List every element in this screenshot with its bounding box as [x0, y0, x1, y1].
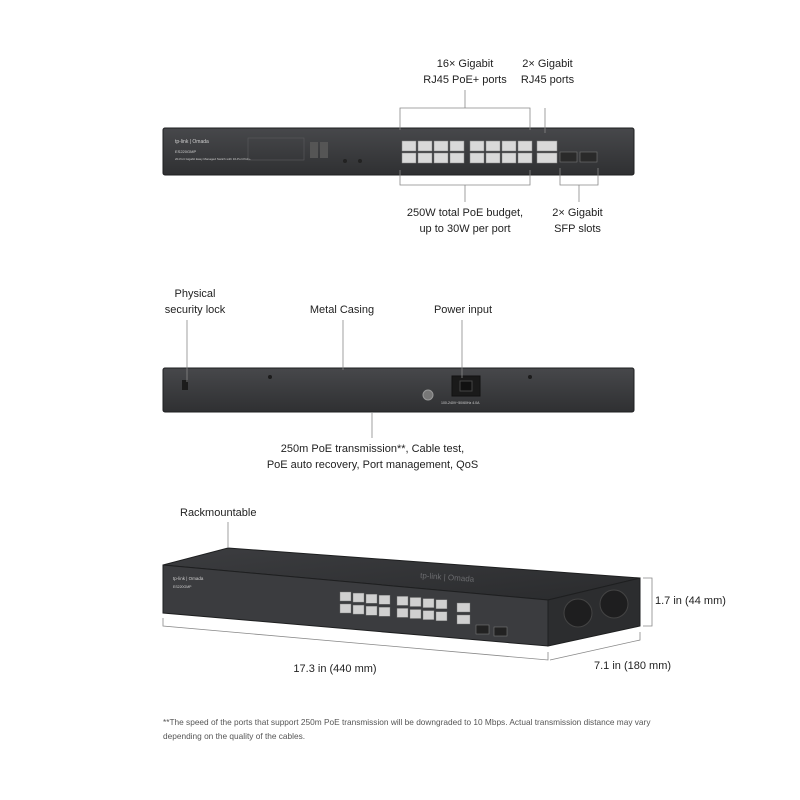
poe-ports-line1: 16× Gigabit: [436, 58, 494, 70]
depth-dimension: 7.1 in (180 mm): [594, 660, 672, 672]
rj45-port: [339, 603, 352, 614]
rackmountable-callout: Rackmountable: [180, 507, 257, 519]
security-lock-line2: security lock: [164, 304, 226, 316]
front-brand: tp-link | Omada: [175, 139, 209, 145]
sfp-callout: 2× Gigabit SFP slots: [540, 205, 615, 237]
features-line1: 250m PoE transmission**, Cable test,: [280, 443, 465, 455]
metal-casing-callout: Metal Casing: [309, 304, 375, 316]
footnote: **The speed of the ports that support 25…: [163, 717, 651, 741]
rj45-port: [449, 152, 465, 164]
front-model: ES220GMP: [175, 149, 196, 154]
rj45-port: [378, 607, 391, 617]
rj45-port: [409, 609, 422, 619]
rj45-port: [485, 152, 501, 164]
rj45-port: [396, 596, 409, 606]
rj45-port: [433, 140, 449, 152]
rj45-port: [435, 599, 448, 609]
rj45-uplink-port: [456, 602, 471, 613]
rear-switch: 100-240V~50/60Hz 4.0A: [162, 367, 635, 413]
front-callout-lines: [399, 90, 599, 202]
rj45-port: [501, 140, 517, 152]
rj45-ports-line1: 2× Gigabit: [522, 58, 573, 70]
power-input-callout: Power input: [433, 304, 493, 316]
sfp-line1: 2× Gigabit: [552, 207, 603, 219]
rj45-port: [409, 597, 422, 607]
rj45-port: [396, 608, 409, 618]
width-dimension: 17.3 in (440 mm): [293, 663, 377, 675]
front-switch: tp-link | Omada ES220GMP 20-Port Gigabit…: [162, 127, 635, 176]
rj45-port: [517, 152, 533, 164]
rj45-ports-callout: 2× Gigabit RJ45 ports: [505, 56, 590, 88]
rear-power-rating: 100-240V~50/60Hz 4.0A: [441, 401, 480, 405]
sfp-line2: SFP slots: [554, 223, 601, 235]
poe-budget-line2: up to 30W per port: [419, 223, 511, 235]
rj45-uplink-port: [456, 614, 471, 625]
angled-logo: tp-link | Omada: [420, 571, 475, 584]
rj45-ports-line2: RJ45 ports: [520, 74, 575, 86]
poe-budget-callout: 250W total PoE budget, up to 30W per por…: [390, 205, 540, 237]
front-sfp-slots: [559, 151, 598, 163]
rj45-port: [433, 152, 449, 164]
security-lock-slot: [182, 380, 188, 390]
angled-dimension-lines: [162, 522, 653, 661]
angled-ports: [339, 591, 471, 625]
rj45-port: [365, 594, 378, 604]
rj45-port: [352, 592, 365, 603]
front-rj45-uplinks: [536, 140, 558, 164]
features-line2: PoE auto recovery, Port management, QoS: [266, 459, 479, 471]
height-dimension: 1.7 in (44 mm): [655, 595, 726, 607]
front-description: 20-Port Gigabit Easy Managed Switch with…: [175, 157, 251, 161]
rear-callout-lines: [186, 320, 463, 438]
features-callout: 250m PoE transmission**, Cable test, PoE…: [250, 441, 495, 473]
rj45-port: [469, 152, 485, 164]
security-lock-callout: Physical security lock: [155, 286, 235, 318]
rj45-port: [417, 152, 433, 164]
rj45-port: [422, 610, 435, 620]
angled-switch: tp-link | Omada tp-link | Omada ES220GMP: [162, 547, 641, 647]
poe-ports-line2: RJ45 PoE+ ports: [423, 74, 507, 86]
rj45-port: [365, 606, 378, 616]
rj45-port: [449, 140, 465, 152]
poe-budget-line1: 250W total PoE budget,: [406, 207, 524, 219]
rj45-port: [401, 152, 417, 164]
rj45-port: [435, 611, 448, 621]
rj45-port: [517, 140, 533, 152]
angled-brand: tp-link | Omada: [173, 576, 204, 581]
poe-ports-callout: 16× Gigabit RJ45 PoE+ ports: [405, 56, 525, 88]
rj45-port: [401, 140, 417, 152]
rj45-port: [485, 140, 501, 152]
front-led-panel: [247, 137, 362, 163]
angled-model: ES220GMP: [173, 585, 192, 589]
rj45-port: [378, 595, 391, 605]
ground-screw: [422, 389, 434, 401]
security-lock-line1: Physical: [174, 288, 216, 300]
rj45-port: [352, 604, 365, 615]
rj45-port: [501, 152, 517, 164]
rj45-port: [417, 140, 433, 152]
rj45-port: [469, 140, 485, 152]
rj45-port: [339, 591, 352, 602]
rj45-port: [422, 598, 435, 608]
front-poe-ports: [401, 140, 533, 164]
